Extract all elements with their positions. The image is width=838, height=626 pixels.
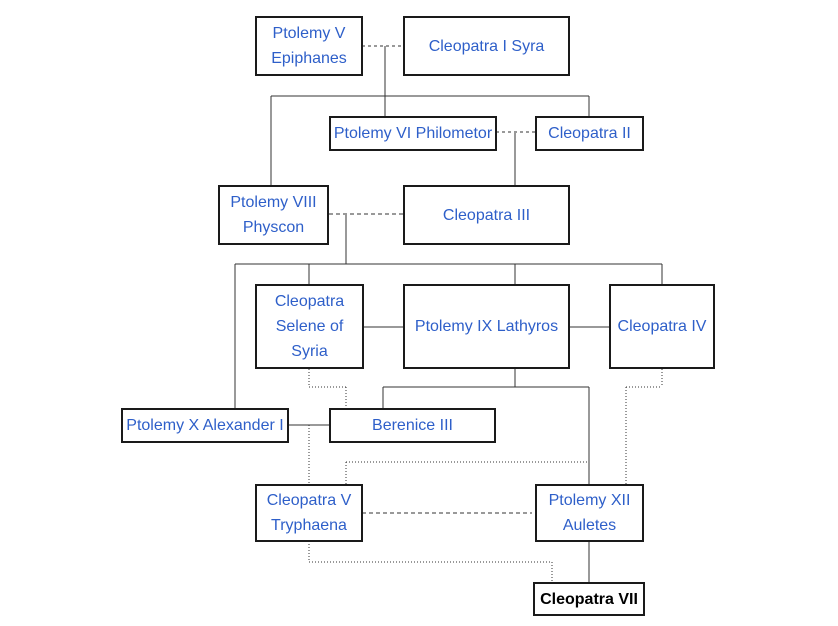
person-name: Ptolemy IX Lathyros	[414, 318, 559, 335]
person-ptolemy-viii[interactable]: Ptolemy VIII Physcon	[218, 185, 329, 245]
person-name: Cleopatra V Tryphaena	[266, 492, 352, 534]
person-berenice-iii[interactable]: Berenice III	[329, 408, 496, 443]
person-cleopatra-iii[interactable]: Cleopatra III	[403, 185, 570, 245]
person-ptolemy-v[interactable]: Ptolemy V Epiphanes	[255, 16, 363, 76]
person-cleopatra-i[interactable]: Cleopatra I Syra	[403, 16, 570, 76]
person-name: Cleopatra Selene of Syria	[274, 293, 345, 360]
person-name: Cleopatra III	[442, 206, 531, 224]
person-cleopatra-vii[interactable]: Cleopatra VII	[533, 582, 645, 616]
person-name: Cleopatra II	[548, 125, 631, 142]
person-cleopatra-ii[interactable]: Cleopatra II	[535, 116, 644, 151]
person-ptolemy-vi[interactable]: Ptolemy VI Philometor	[329, 116, 497, 151]
person-ptolemy-ix[interactable]: Ptolemy IX Lathyros	[403, 284, 570, 369]
person-name: Ptolemy X Alexander I	[126, 417, 284, 434]
person-name: Ptolemy XII Auletes	[548, 492, 631, 534]
person-name: Ptolemy VIII Physcon	[230, 194, 317, 236]
person-name: Cleopatra VII	[540, 590, 638, 608]
person-name: Ptolemy V Epiphanes	[271, 25, 347, 67]
person-cleopatra-selene[interactable]: Cleopatra Selene of Syria	[255, 284, 364, 369]
person-ptolemy-xii[interactable]: Ptolemy XII Auletes	[535, 484, 644, 542]
person-name: Cleopatra I Syra	[428, 37, 545, 55]
person-ptolemy-x[interactable]: Ptolemy X Alexander I	[121, 408, 289, 443]
person-cleopatra-v[interactable]: Cleopatra V Tryphaena	[255, 484, 363, 542]
person-name: Cleopatra IV	[617, 318, 707, 335]
person-name: Berenice III	[372, 417, 453, 434]
person-name: Ptolemy VI Philometor	[333, 125, 493, 142]
person-cleopatra-iv[interactable]: Cleopatra IV	[609, 284, 715, 369]
